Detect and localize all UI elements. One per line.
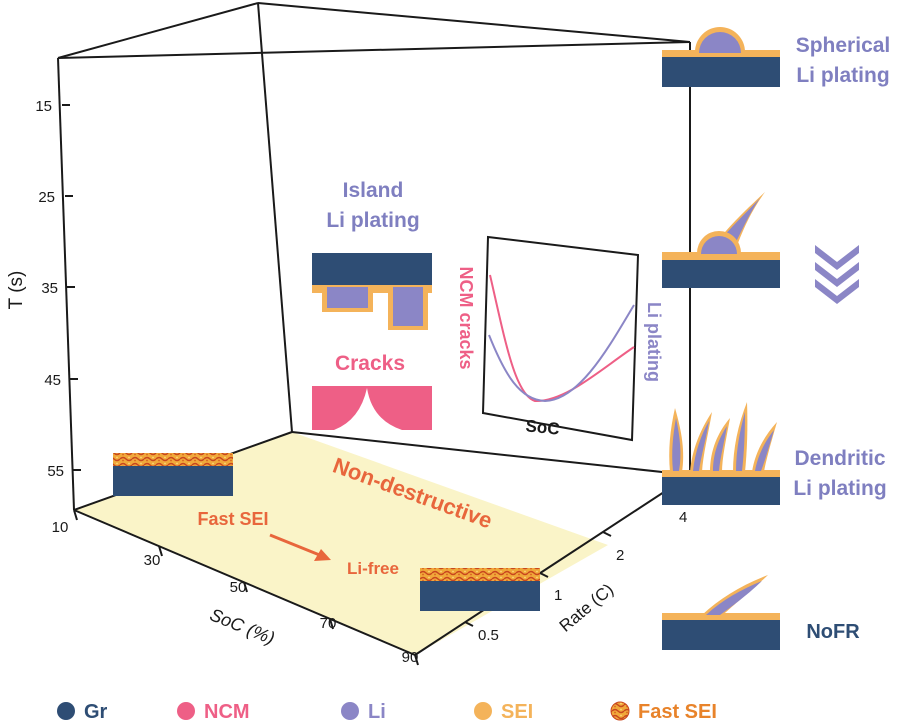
- legend-label-ncm: NCM: [204, 701, 250, 723]
- dendritic-label-1: Dendritic: [794, 447, 885, 470]
- y-axis-label: T (s): [6, 271, 27, 310]
- inset-graph: [481, 235, 640, 442]
- y-tick-35: 35: [41, 280, 58, 297]
- x-tick-30: 30: [144, 552, 161, 569]
- island-plating-illustration: [312, 253, 432, 330]
- y-tick-55: 55: [47, 463, 64, 480]
- sphere-dendrite-illustration: [662, 192, 780, 288]
- ncm-cracks-curve: [489, 274, 635, 403]
- y-axis-ticks: [62, 104, 81, 471]
- legend-item-li: Li: [341, 701, 386, 723]
- legend-label-gr: Gr: [84, 701, 108, 723]
- z-tick-2: 2: [616, 547, 624, 564]
- legend-item-fast-sei: Fast SEI: [610, 701, 717, 723]
- chevron-down-icon: [815, 245, 859, 304]
- legend-item-gr: Gr: [57, 701, 108, 723]
- z-tick-1: 1: [554, 587, 562, 604]
- island-label-2: Li plating: [326, 209, 419, 232]
- nofr-label: NoFR: [806, 621, 860, 643]
- x-tick-10: 10: [52, 519, 69, 536]
- inset-right-label: Li plating: [644, 302, 664, 382]
- legend-label-li: Li: [368, 701, 386, 723]
- li-free-label: Li-free: [347, 559, 399, 578]
- fast-sei-electrode-right: [420, 568, 540, 611]
- cracks-illustration: [312, 386, 432, 430]
- fast-sei-electrode-left: [113, 453, 233, 496]
- x-axis-ticks: [73, 509, 419, 666]
- fast-sei-label: Fast SEI: [197, 509, 268, 529]
- legend-label-sei: SEI: [501, 701, 533, 723]
- island-label-1: Island: [343, 179, 404, 202]
- x-tick-90: 90: [402, 649, 419, 666]
- spherical-label-1: Spherical: [796, 34, 891, 57]
- fast-sei-to-li-free-arrow: [269, 533, 331, 561]
- z-tick-4: 4: [679, 509, 687, 526]
- legend-item-ncm: NCM: [177, 701, 250, 723]
- x-axis-label: SoC (%): [207, 604, 278, 648]
- legend: Gr NCM Li SEI Fast SEI: [57, 701, 717, 723]
- inset-left-label: NCM cracks: [456, 266, 476, 369]
- y-tick-25: 25: [38, 189, 55, 206]
- y-tick-45: 45: [44, 372, 61, 389]
- axes-frame: [57, 2, 691, 656]
- z-axis-label: Rate (C): [556, 580, 617, 636]
- spherical-plating-illustration: [662, 27, 780, 87]
- spherical-label-2: Li plating: [796, 64, 889, 87]
- dendritic-plating-illustration: [662, 402, 780, 505]
- x-tick-50: 50: [230, 579, 247, 596]
- y-tick-15: 15: [35, 98, 52, 115]
- cracks-label: Cracks: [335, 352, 405, 375]
- legend-label-fast-sei: Fast SEI: [638, 701, 717, 723]
- legend-item-sei: SEI: [474, 701, 533, 723]
- inset-x-label: SoC: [525, 416, 561, 438]
- x-tick-70: 70: [320, 615, 337, 632]
- nofr-illustration: [662, 575, 780, 650]
- dendritic-label-2: Li plating: [793, 477, 886, 500]
- z-tick-0-5: 0.5: [478, 627, 499, 644]
- li-plating-curve: [488, 304, 635, 403]
